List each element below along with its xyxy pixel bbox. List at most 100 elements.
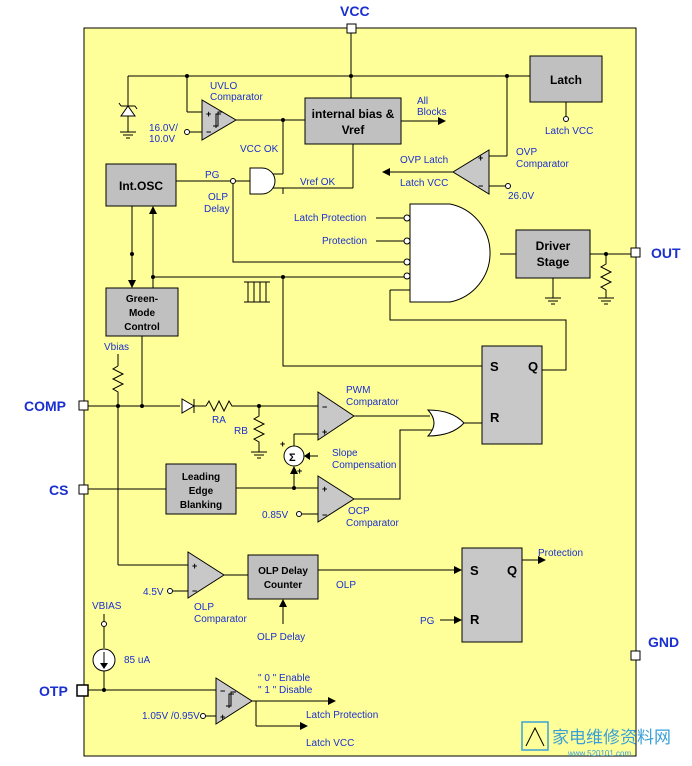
svg-text:Comparator: Comparator xyxy=(210,92,263,103)
svg-text:Stage: Stage xyxy=(537,255,570,269)
svg-text:OLP Delay: OLP Delay xyxy=(258,566,308,577)
green-mode-control-block xyxy=(105,287,179,337)
svg-text:RA: RA xyxy=(212,415,226,426)
svg-text:S: S xyxy=(490,359,499,374)
svg-text:Blanking: Blanking xyxy=(180,500,222,511)
svg-text:Vref: Vref xyxy=(342,123,366,137)
svg-text:Σ: Σ xyxy=(289,452,296,464)
vcc-pin xyxy=(346,23,357,34)
svg-text:Control: Control xyxy=(124,322,160,333)
svg-text:internal bias &: internal bias & xyxy=(312,107,395,121)
out-pin-label: OUT xyxy=(651,245,681,261)
svg-text:OCP: OCP xyxy=(348,506,370,517)
ovp-comparator xyxy=(452,149,490,195)
svg-text:UVLO: UVLO xyxy=(210,81,237,92)
comp-pin-label: COMP xyxy=(24,398,66,414)
svg-text:−: − xyxy=(220,686,225,696)
pwm-comparator xyxy=(317,391,355,441)
svg-text:OLP Delay: OLP Delay xyxy=(257,632,305,643)
svg-text:Latch: Latch xyxy=(550,73,582,87)
svg-text:S: S xyxy=(470,563,479,578)
pg-and-gate xyxy=(249,167,276,195)
svg-text:26.0V: 26.0V xyxy=(508,191,534,202)
svg-text:Latch Protection: Latch Protection xyxy=(294,213,366,224)
uvlo-comparator xyxy=(201,99,237,141)
svg-text:+: + xyxy=(280,439,285,449)
svg-text:Latch VCC: Latch VCC xyxy=(306,738,354,749)
svg-text:Q: Q xyxy=(507,563,517,578)
svg-text:0.85V: 0.85V xyxy=(262,510,288,521)
svg-text:OLP: OLP xyxy=(208,192,228,203)
watermark: 家电维修资料网 www.520101.com xyxy=(521,721,671,758)
svg-text:85 uA: 85 uA xyxy=(124,655,150,666)
cs-pin xyxy=(78,484,89,495)
output-pulldown-resistor xyxy=(599,254,613,298)
svg-text:" 0 " Enable: " 0 " Enable xyxy=(258,673,311,684)
otp-pin xyxy=(76,684,89,697)
svg-text:R: R xyxy=(470,612,480,627)
chip-body xyxy=(83,27,637,757)
output-and-gate xyxy=(409,203,491,303)
svg-text:Comparator: Comparator xyxy=(516,159,569,170)
svg-text:4.5V: 4.5V xyxy=(143,587,164,598)
svg-text:Slope: Slope xyxy=(332,448,358,459)
svg-text:Delay: Delay xyxy=(204,204,230,215)
svg-text:Edge: Edge xyxy=(189,486,214,497)
svg-text:VCC OK: VCC OK xyxy=(240,144,279,155)
svg-text:PG: PG xyxy=(205,170,220,181)
svg-text:Leading: Leading xyxy=(182,472,220,483)
out-pin xyxy=(630,247,641,258)
svg-text:Green-: Green- xyxy=(126,294,158,305)
protection-sr-latch xyxy=(461,547,523,643)
svg-text:+: + xyxy=(322,484,327,494)
latch-block xyxy=(529,55,603,103)
svg-text:家电维修资料网: 家电维修资料网 xyxy=(552,728,671,748)
svg-text:VBIAS: VBIAS xyxy=(92,601,122,612)
svg-text:PWM: PWM xyxy=(346,385,370,396)
svg-text:+: + xyxy=(297,466,302,476)
driver-stage-block xyxy=(515,229,591,279)
svg-text:+: + xyxy=(206,109,211,119)
svg-text:−: − xyxy=(206,127,211,137)
svg-text:All: All xyxy=(417,96,428,107)
svg-text:Latch VCC: Latch VCC xyxy=(545,126,593,137)
internal-bias-block xyxy=(304,97,402,145)
svg-text:−: − xyxy=(192,586,197,596)
svg-text:Latch Protection: Latch Protection xyxy=(306,710,378,721)
olp-delay-counter-block xyxy=(247,554,319,600)
svg-text:Protection: Protection xyxy=(538,548,583,559)
reset-or-gate xyxy=(426,409,465,437)
svg-text:RB: RB xyxy=(234,426,248,437)
gnd-pin-label: GND xyxy=(648,634,679,650)
svg-text:Vref OK: Vref OK xyxy=(300,177,336,188)
svg-text:Blocks: Blocks xyxy=(417,107,446,118)
svg-text:+: + xyxy=(322,427,327,437)
svg-text:+: + xyxy=(220,712,225,722)
svg-text:−: − xyxy=(478,181,483,191)
svg-text:OLP: OLP xyxy=(336,580,356,591)
svg-text:OLP: OLP xyxy=(194,602,214,613)
svg-text:PG: PG xyxy=(420,616,435,627)
cs-pin-label: CS xyxy=(49,482,68,498)
svg-text:−: − xyxy=(322,510,327,520)
svg-text:Driver: Driver xyxy=(536,239,571,253)
gnd-pin xyxy=(630,650,641,661)
svg-text:16.0V/: 16.0V/ xyxy=(149,123,178,134)
svg-text:www.520101.com: www.520101.com xyxy=(567,749,631,758)
leading-edge-blanking-block xyxy=(165,463,237,515)
vbias-resistor xyxy=(111,365,125,406)
svg-text:Protection: Protection xyxy=(322,236,367,247)
pwm-sr-latch xyxy=(481,345,543,445)
svg-text:Latch VCC: Latch VCC xyxy=(400,178,448,189)
svg-text:OVP: OVP xyxy=(516,147,537,158)
otp-pin-label: OTP xyxy=(39,683,68,699)
svg-text:10.0V: 10.0V xyxy=(149,134,175,145)
svg-text:Q: Q xyxy=(528,359,538,374)
svg-text:Vbias: Vbias xyxy=(104,342,129,353)
svg-text:Mode: Mode xyxy=(129,308,156,319)
svg-text:1.05V /0.95V: 1.05V /0.95V xyxy=(142,711,200,722)
svg-text:Comparator: Comparator xyxy=(346,518,399,529)
svg-text:Counter: Counter xyxy=(264,580,302,591)
comp-diode xyxy=(181,398,195,414)
